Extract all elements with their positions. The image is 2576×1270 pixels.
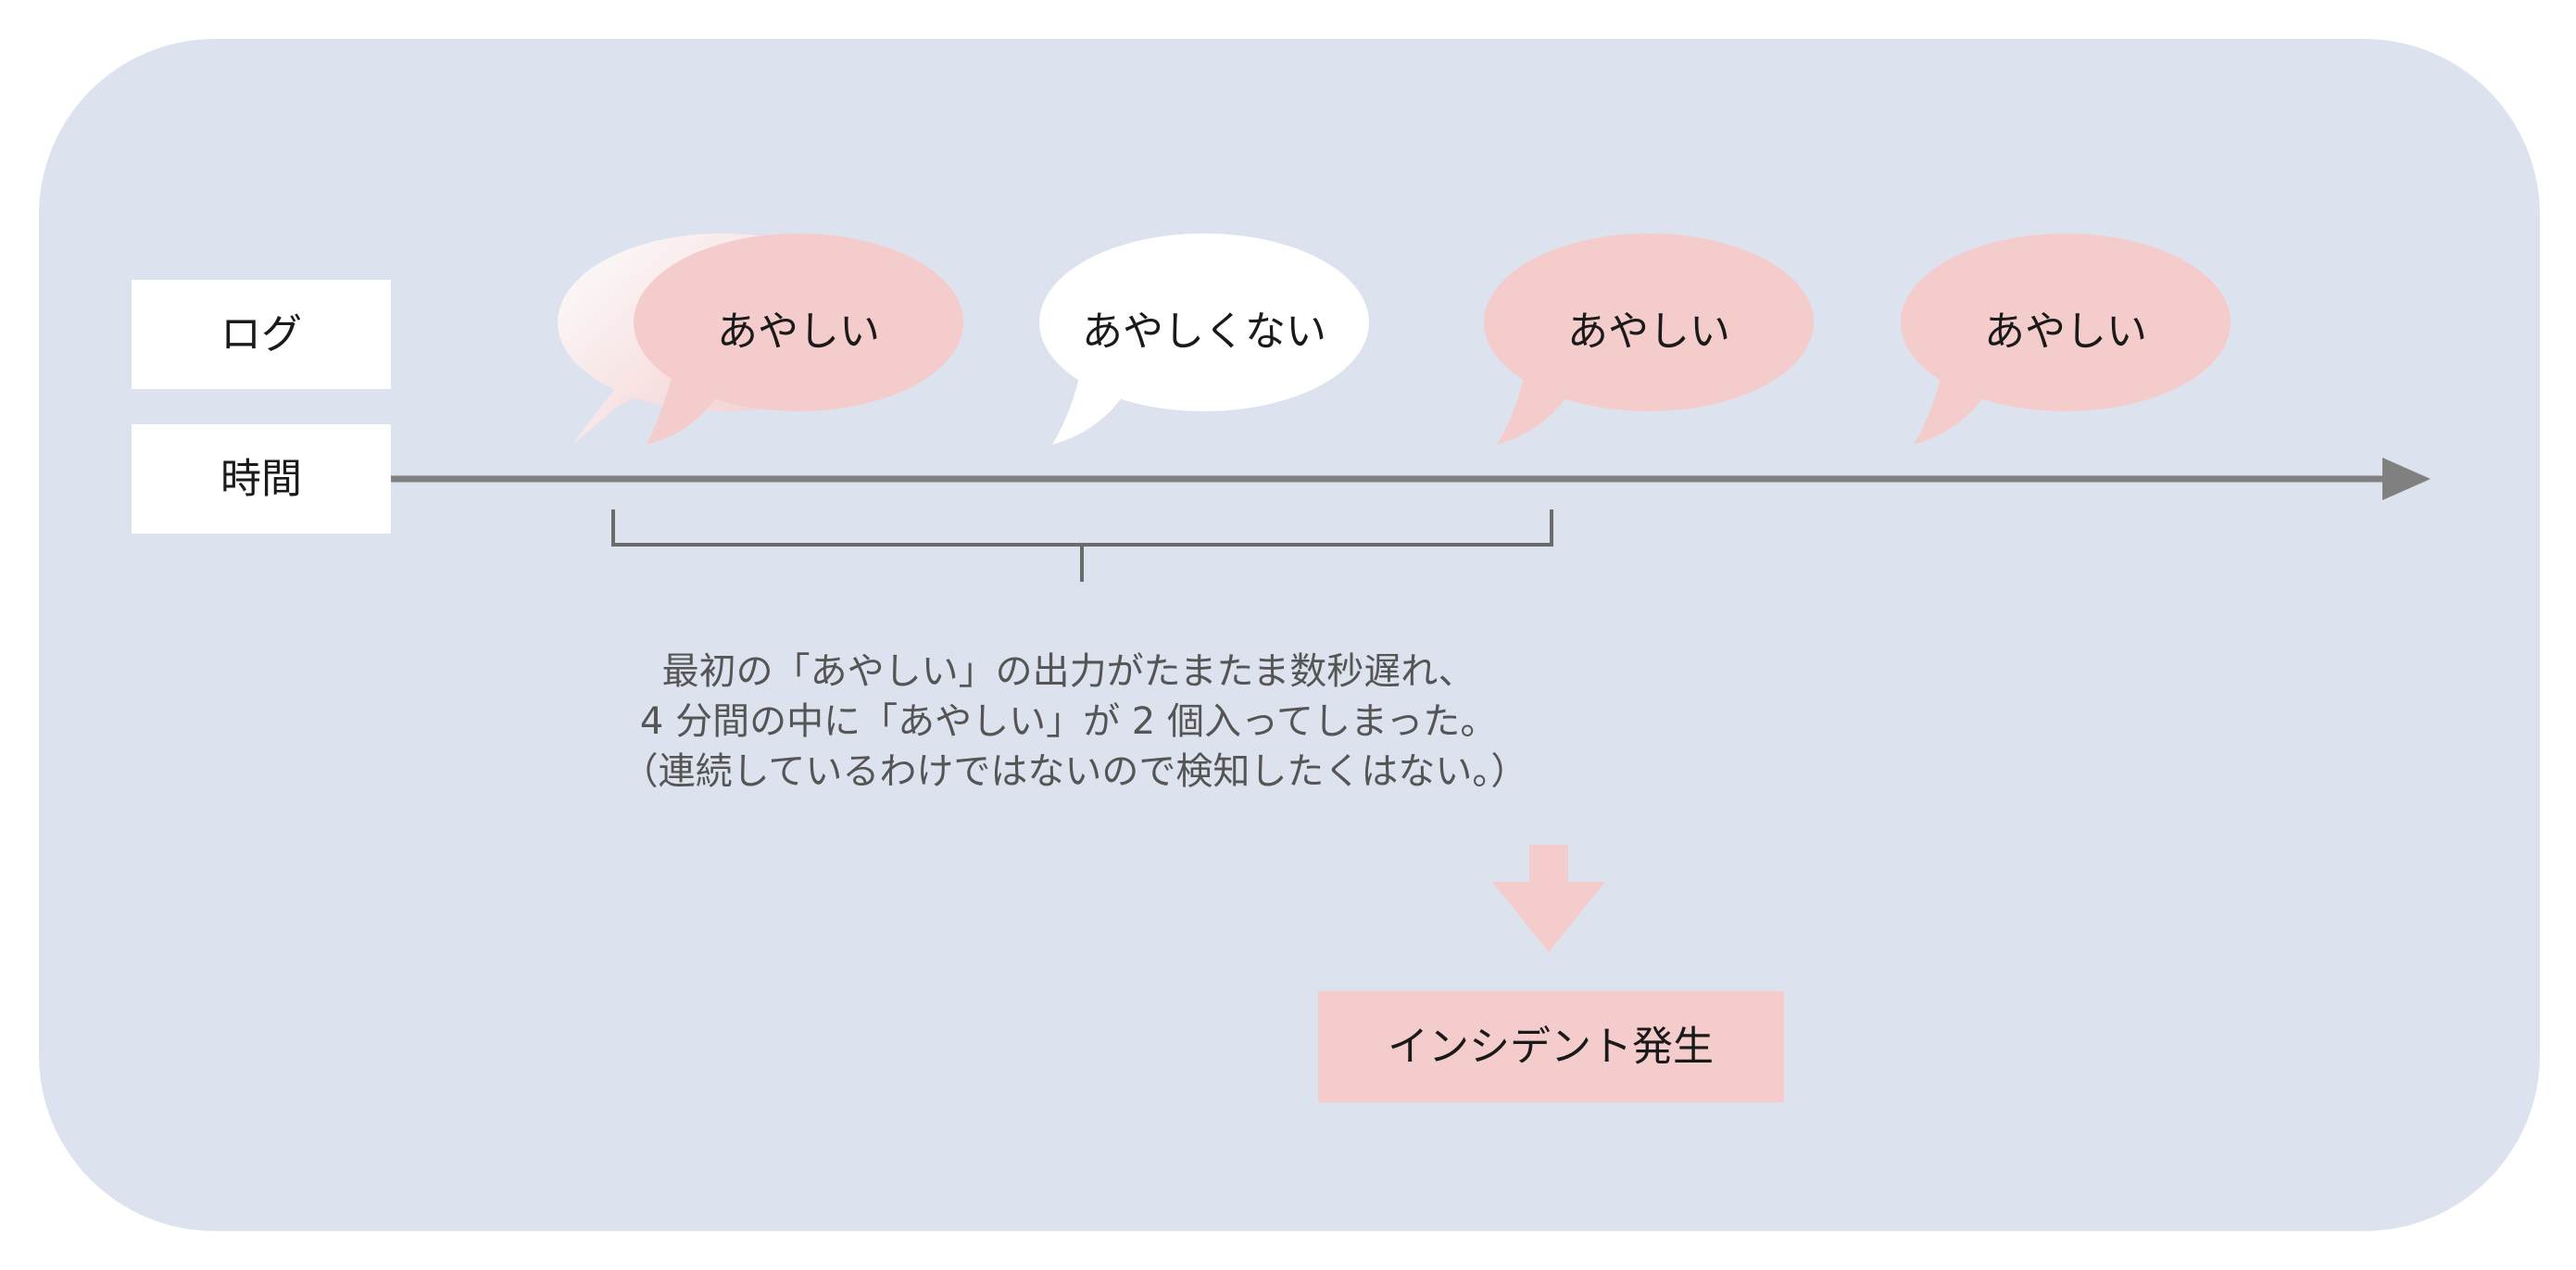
down-arrow-icon	[1492, 845, 1605, 952]
log-label-text: ログ	[220, 311, 302, 358]
log-label-box	[132, 280, 391, 389]
incident-result-text: インシデント発生	[1388, 1024, 1714, 1071]
timeline-arrowhead-icon	[2382, 458, 2431, 500]
log-bubble-4-text: あやしい	[1984, 308, 2147, 356]
note-line-1: 最初の「あやしい」の出力がたまたま数秒遅れ、	[662, 650, 1476, 693]
log-bubble-1-text: あやしい	[717, 308, 880, 356]
log-bubble-4-suspicious: あやしい	[1901, 233, 2230, 445]
log-row-label: ログ	[132, 280, 391, 389]
note-line-2: 4 分間の中に「あやしい」が 2 個入ってしまった。	[640, 700, 1497, 743]
log-bubble-1-suspicious: あやしい	[634, 233, 963, 445]
log-bubble-3-text: あやしい	[1567, 308, 1730, 356]
background-panel	[39, 39, 2540, 1231]
time-row-label: 時間	[132, 424, 391, 534]
incident-result-box: インシデント発生	[1318, 991, 1784, 1102]
time-label-box	[132, 424, 391, 534]
time-window-bracket	[611, 509, 1553, 582]
log-bubble-2-not-suspicious: あやしくない	[1039, 233, 1369, 445]
timeline-arrow	[391, 458, 2431, 500]
time-label-text: 時間	[220, 456, 302, 503]
log-bubble-3-suspicious: あやしい	[1484, 233, 1814, 445]
log-bubble-2-text: あやしくない	[1082, 308, 1326, 356]
explanation-note: 最初の「あやしい」の出力がたまたま数秒遅れ、 4 分間の中に「あやしい」が 2 …	[622, 650, 1528, 793]
note-line-3: （連続しているわけではないので検知したくはない。）	[622, 750, 1528, 793]
